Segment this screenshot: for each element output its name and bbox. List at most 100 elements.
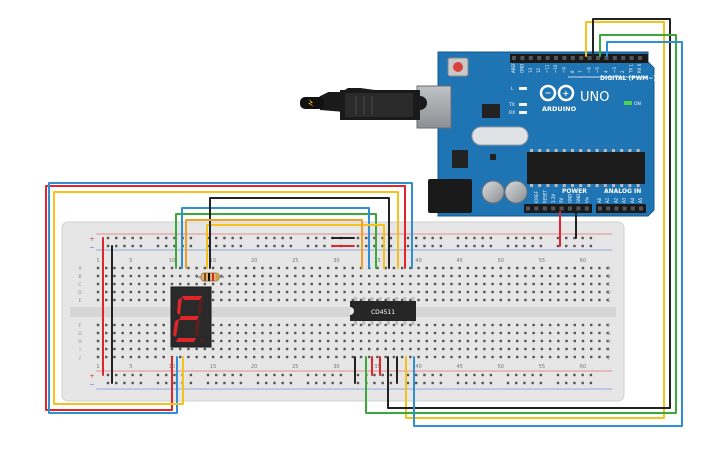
rail-hole[interactable]	[556, 373, 560, 377]
breadboard-hole[interactable]	[244, 323, 248, 327]
wire-orange-top[interactable]	[185, 219, 363, 269]
breadboard-hole[interactable]	[499, 355, 502, 359]
breadboard-hole[interactable]	[368, 298, 371, 302]
breadboard-hole[interactable]	[335, 266, 338, 270]
breadboard-hole[interactable]	[548, 355, 552, 359]
breadboard-hole[interactable]	[565, 339, 568, 343]
breadboard-hole[interactable]	[277, 323, 281, 327]
rail-hole[interactable]	[489, 244, 493, 248]
rail-hole[interactable]	[523, 381, 526, 385]
breadboard-hole[interactable]	[326, 347, 330, 351]
breadboard-hole[interactable]	[211, 331, 215, 335]
breadboard-hole[interactable]	[573, 282, 576, 286]
rail-hole[interactable]	[323, 373, 326, 377]
breadboard-hole[interactable]	[195, 266, 198, 270]
breadboard-hole[interactable]	[590, 323, 593, 327]
rail-hole[interactable]	[481, 244, 484, 248]
breadboard-hole[interactable]	[96, 347, 100, 351]
rail-hole[interactable]	[315, 244, 318, 248]
breadboard-hole[interactable]	[499, 266, 502, 270]
rail-hole[interactable]	[239, 373, 243, 377]
rail-hole[interactable]	[115, 381, 118, 385]
breadboard-hole[interactable]	[162, 274, 165, 278]
breadboard-hole[interactable]	[409, 339, 412, 343]
breadboard-hole[interactable]	[565, 355, 568, 359]
breadboard-hole[interactable]	[228, 282, 231, 286]
breadboard-hole[interactable]	[606, 355, 609, 359]
rail-hole[interactable]	[589, 373, 593, 377]
rail-hole[interactable]	[439, 381, 443, 385]
rail-hole[interactable]	[381, 381, 384, 385]
breadboard-hole[interactable]	[326, 339, 330, 343]
breadboard-hole[interactable]	[590, 331, 593, 335]
rail-hole[interactable]	[456, 236, 460, 240]
breadboard-hole[interactable]	[269, 298, 272, 302]
rail-hole[interactable]	[289, 244, 293, 248]
breadboard-hole[interactable]	[228, 339, 231, 343]
breadboard-hole[interactable]	[343, 282, 346, 286]
breadboard-hole[interactable]	[335, 290, 338, 294]
rail-hole[interactable]	[356, 381, 360, 385]
rail-hole[interactable]	[131, 373, 134, 377]
breadboard-hole[interactable]	[507, 347, 511, 351]
breadboard-hole[interactable]	[384, 298, 387, 302]
rail-hole[interactable]	[556, 381, 560, 385]
breadboard-hole[interactable]	[137, 290, 141, 294]
breadboard-hole[interactable]	[368, 331, 371, 335]
breadboard-hole[interactable]	[326, 298, 330, 302]
breadboard-hole[interactable]	[392, 290, 396, 294]
breadboard-hole[interactable]	[581, 274, 585, 278]
breadboard-hole[interactable]	[516, 331, 519, 335]
breadboard-hole[interactable]	[113, 355, 116, 359]
rail-hole[interactable]	[423, 373, 426, 377]
breadboard-hole[interactable]	[285, 298, 289, 302]
rail-hole[interactable]	[515, 244, 518, 248]
breadboard-hole[interactable]	[376, 266, 379, 270]
power-header-pin[interactable]	[526, 206, 530, 211]
breadboard-hole[interactable]	[113, 298, 116, 302]
rail-hole[interactable]	[215, 244, 218, 248]
breadboard-hole[interactable]	[450, 355, 453, 359]
breadboard-hole[interactable]	[277, 274, 281, 278]
rail-hole[interactable]	[131, 381, 134, 385]
breadboard-hole[interactable]	[359, 331, 363, 335]
rail-hole[interactable]	[281, 244, 284, 248]
breadboard-hole[interactable]	[425, 290, 428, 294]
breadboard-hole[interactable]	[310, 290, 313, 294]
rail-hole[interactable]	[106, 381, 110, 385]
breadboard-hole[interactable]	[244, 355, 248, 359]
breadboard-hole[interactable]	[417, 290, 420, 294]
breadboard-hole[interactable]	[376, 331, 379, 335]
breadboard-hole[interactable]	[516, 274, 519, 278]
breadboard-hole[interactable]	[458, 282, 461, 286]
rail-hole[interactable]	[539, 381, 543, 385]
breadboard-hole[interactable]	[137, 298, 141, 302]
breadboard-hole[interactable]	[261, 266, 264, 270]
rail-hole[interactable]	[156, 381, 160, 385]
breadboard-hole[interactable]	[285, 274, 289, 278]
breadboard-hole[interactable]	[384, 339, 387, 343]
breadboard-hole[interactable]	[507, 282, 511, 286]
breadboard-hole[interactable]	[548, 347, 552, 351]
breadboard-hole[interactable]	[220, 323, 223, 327]
breadboard-hole[interactable]	[532, 347, 535, 351]
rail-hole[interactable]	[189, 244, 193, 248]
breadboard-hole[interactable]	[507, 355, 511, 359]
breadboard-hole[interactable]	[392, 323, 396, 327]
rail-hole[interactable]	[123, 236, 126, 240]
breadboard-hole[interactable]	[129, 274, 133, 278]
breadboard-hole[interactable]	[483, 355, 486, 359]
breadboard-hole[interactable]	[474, 298, 478, 302]
breadboard-hole[interactable]	[417, 323, 420, 327]
breadboard-hole[interactable]	[335, 274, 338, 278]
breadboard-hole[interactable]	[466, 282, 470, 286]
breadboard-hole[interactable]	[162, 339, 165, 343]
rail-hole[interactable]	[565, 373, 568, 377]
breadboard-hole[interactable]	[491, 266, 494, 270]
breadboard-hole[interactable]	[400, 347, 404, 351]
rail-hole[interactable]	[231, 381, 234, 385]
breadboard-hole[interactable]	[474, 323, 478, 327]
breadboard-hole[interactable]	[590, 347, 593, 351]
breadboard-hole[interactable]	[318, 282, 322, 286]
breadboard-hole[interactable]	[483, 339, 486, 343]
